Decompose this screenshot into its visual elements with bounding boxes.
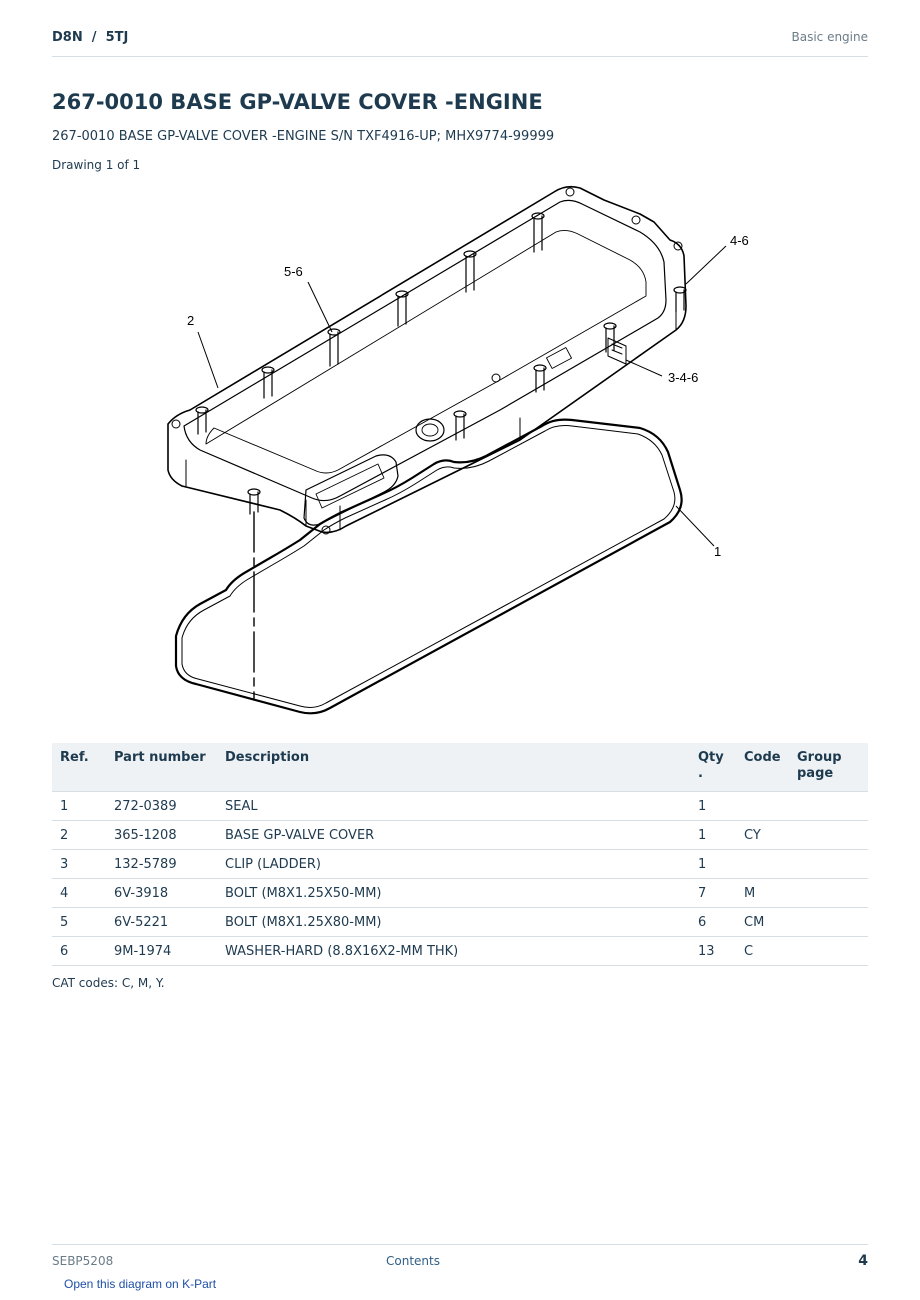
table-row: 1 272-0389 SEAL 1 xyxy=(52,791,868,821)
drawing-label: Drawing 1 of 1 xyxy=(52,158,141,172)
page-title: 267-0010 BASE GP-VALVE COVER -ENGINE xyxy=(52,90,543,114)
callout-2: 2 xyxy=(187,313,194,328)
cell-group-page xyxy=(789,791,868,821)
callout-4-6: 4-6 xyxy=(730,233,749,248)
cell-ref: 5 xyxy=(52,907,106,937)
callout-3-4-6: 3-4-6 xyxy=(668,370,698,385)
table-row: 3 132-5789 CLIP (LADDER) 1 xyxy=(52,849,868,879)
cell-group-page xyxy=(789,878,868,908)
cell-ref: 1 xyxy=(52,791,106,821)
cell-description: BOLT (M8X1.25X50-MM) xyxy=(217,878,690,908)
cell-ref: 6 xyxy=(52,936,106,966)
cell-code: M xyxy=(736,878,789,908)
cell-ref: 4 xyxy=(52,878,106,908)
cell-group-page xyxy=(789,936,868,966)
cell-code: CM xyxy=(736,907,789,937)
page-header: D8N / 5TJ Basic engine xyxy=(52,28,868,57)
ladder-clip xyxy=(607,337,627,365)
seal-inner-outline xyxy=(181,425,676,708)
column-header-group-page: Group page xyxy=(789,743,868,792)
cell-part-number: 365-1208 xyxy=(106,820,217,850)
breather-housing xyxy=(303,454,399,526)
parts-diagram: 1 2 3-4-6 4-6 5-6 xyxy=(167,185,749,715)
cell-description: WASHER-HARD (8.8X16X2-MM THK) xyxy=(217,936,690,966)
section-name: Basic engine xyxy=(791,30,868,44)
page-number: 4 xyxy=(858,1253,868,1269)
cell-qty: 7 xyxy=(690,878,736,908)
cell-code xyxy=(736,791,789,821)
valve-cover-rim-inner xyxy=(183,199,667,502)
valve-cover-outer xyxy=(167,185,687,534)
column-header-part-number: Part number xyxy=(106,743,217,792)
cell-description: BASE GP-VALVE COVER xyxy=(217,820,690,850)
parts-table: Ref. Part number Description Qty . Code … xyxy=(52,743,868,966)
cell-qty: 1 xyxy=(690,849,736,879)
callout-5-6: 5-6 xyxy=(284,264,303,279)
cell-part-number: 132-5789 xyxy=(106,849,217,879)
cell-ref: 2 xyxy=(52,820,106,850)
cell-code: C xyxy=(736,936,789,966)
page-footer: SEBP5208 Contents 4 xyxy=(52,1244,868,1275)
cell-group-page xyxy=(789,820,868,850)
cell-description: SEAL xyxy=(217,791,690,821)
cell-part-number: 6V-3918 xyxy=(106,878,217,908)
cell-qty: 1 xyxy=(690,820,736,850)
callout-1: 1 xyxy=(714,544,721,559)
table-row: 5 6V-5221 BOLT (M8X1.25X80-MM) 6 CM xyxy=(52,907,868,937)
cell-group-page xyxy=(789,849,868,879)
cell-description: CLIP (LADDER) xyxy=(217,849,690,879)
cell-part-number: 9M-1974 xyxy=(106,936,217,966)
table-row: 6 9M-1974 WASHER-HARD (8.8X16X2-MM THK) … xyxy=(52,936,868,966)
column-header-code: Code xyxy=(736,743,789,792)
page-subtitle: 267-0010 BASE GP-VALVE COVER -ENGINE S/N… xyxy=(52,129,555,144)
cell-code: CY xyxy=(736,820,789,850)
cell-qty: 1 xyxy=(690,791,736,821)
table-header-row: Ref. Part number Description Qty . Code … xyxy=(52,743,868,792)
seal-outline xyxy=(174,418,683,715)
valve-cover-inner-wall xyxy=(205,229,647,474)
cell-part-number: 6V-5221 xyxy=(106,907,217,937)
cell-ref: 3 xyxy=(52,849,106,879)
cat-codes-note: CAT codes: C, M, Y. xyxy=(52,976,165,990)
cell-group-page xyxy=(789,907,868,937)
table-row: 4 6V-3918 BOLT (M8X1.25X50-MM) 7 M xyxy=(52,878,868,908)
cell-part-number: 272-0389 xyxy=(106,791,217,821)
table-row: 2 365-1208 BASE GP-VALVE COVER 1 CY xyxy=(52,820,868,850)
document-id: SEBP5208 xyxy=(52,1254,114,1268)
cell-code xyxy=(736,849,789,879)
breadcrumb: D8N / 5TJ xyxy=(52,30,129,45)
cell-qty: 6 xyxy=(690,907,736,937)
contents-link[interactable]: Contents xyxy=(386,1254,440,1268)
column-header-description: Description xyxy=(217,743,690,792)
column-header-ref: Ref. xyxy=(52,743,106,792)
column-header-qty: Qty . xyxy=(690,743,736,792)
cell-description: BOLT (M8X1.25X80-MM) xyxy=(217,907,690,937)
cell-qty: 13 xyxy=(690,936,736,966)
open-kpart-link[interactable]: Open this diagram on K-Part xyxy=(64,1277,217,1291)
